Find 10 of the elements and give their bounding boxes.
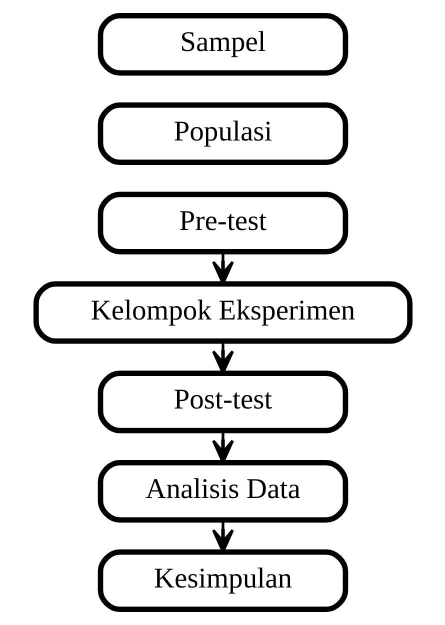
node-box: Post-test: [97, 370, 348, 434]
arrow: [212, 430, 234, 464]
arrow: [212, 520, 234, 553]
node-box: Analisis Data: [97, 460, 348, 523]
node-box: Pre-test: [97, 192, 348, 254]
node-box: Sampel: [97, 13, 348, 76]
node-box: Kelompok Eksperimen: [32, 281, 412, 344]
node-box: Kesimpulan: [97, 549, 348, 612]
node-box: Populasi: [97, 102, 348, 165]
arrow: [212, 252, 234, 285]
